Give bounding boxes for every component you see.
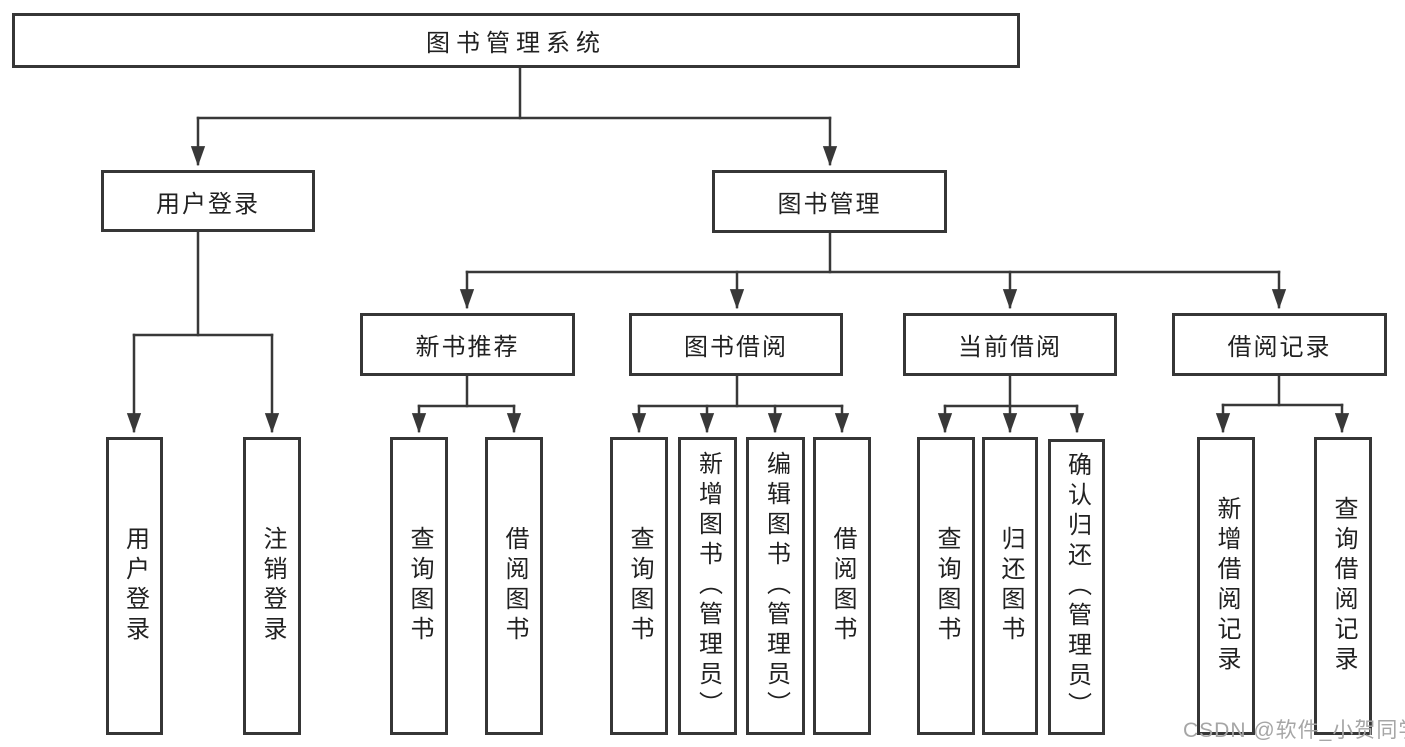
leaf-confirm-return-admin: 确认归还（管理员） bbox=[1048, 439, 1105, 735]
node-label: 查询图书 bbox=[406, 526, 433, 646]
leaf-borrow-books: 借阅图书 bbox=[813, 437, 871, 735]
node-label: 图书管理系统 bbox=[426, 30, 606, 57]
leaf-add-books-admin: 新增图书（管理员） bbox=[678, 437, 737, 735]
node-label: 用户登录 bbox=[156, 190, 260, 218]
leaf-query-books: 查询图书 bbox=[610, 437, 668, 735]
node-book-borrow: 图书借阅 bbox=[629, 313, 843, 376]
node-label: 新增借阅记录 bbox=[1213, 496, 1240, 676]
node-label: 图书管理 bbox=[777, 191, 882, 218]
node-current-borrow: 当前借阅 bbox=[903, 313, 1117, 376]
node-label: 查询图书 bbox=[933, 526, 960, 646]
leaf-user-login: 用户登录 bbox=[106, 437, 163, 735]
node-user-login: 用户登录 bbox=[101, 170, 315, 232]
node-label: 注销登录 bbox=[259, 526, 286, 646]
leaf-return-books: 归还图书 bbox=[982, 437, 1038, 735]
node-label: 图书借阅 bbox=[684, 334, 788, 361]
node-label: 借阅图书 bbox=[501, 526, 528, 646]
leaf-logout: 注销登录 bbox=[243, 437, 301, 735]
node-label: 当前借阅 bbox=[958, 334, 1062, 361]
leaf-query-books: 查询图书 bbox=[917, 437, 975, 735]
leaf-borrow-books: 借阅图书 bbox=[485, 437, 543, 735]
node-label: 借阅图书 bbox=[829, 526, 856, 646]
node-library-management-system: 图书管理系统 bbox=[12, 13, 1020, 68]
node-label: 新增图书（管理员） bbox=[694, 451, 722, 721]
node-label: 借阅记录 bbox=[1227, 334, 1332, 361]
node-label: 归还图书 bbox=[997, 526, 1024, 646]
leaf-query-borrow-record: 查询借阅记录 bbox=[1314, 437, 1372, 735]
node-label: 确认归还（管理员） bbox=[1063, 452, 1091, 722]
node-label: 用户登录 bbox=[121, 526, 149, 646]
node-label: 查询借阅记录 bbox=[1330, 496, 1357, 676]
leaf-add-borrow-record: 新增借阅记录 bbox=[1197, 437, 1255, 735]
node-borrow-record: 借阅记录 bbox=[1172, 313, 1387, 376]
node-label: 编辑图书（管理员） bbox=[762, 451, 790, 721]
leaf-edit-books-admin: 编辑图书（管理员） bbox=[746, 437, 805, 735]
node-label: 新书推荐 bbox=[415, 334, 520, 361]
leaf-query-books: 查询图书 bbox=[390, 437, 448, 735]
node-book-management: 图书管理 bbox=[712, 170, 947, 233]
node-label: 查询图书 bbox=[626, 526, 653, 646]
node-new-book-recommend: 新书推荐 bbox=[360, 313, 575, 376]
csdn-watermark: CSDN @软件_小贺同学 bbox=[1183, 719, 1405, 742]
